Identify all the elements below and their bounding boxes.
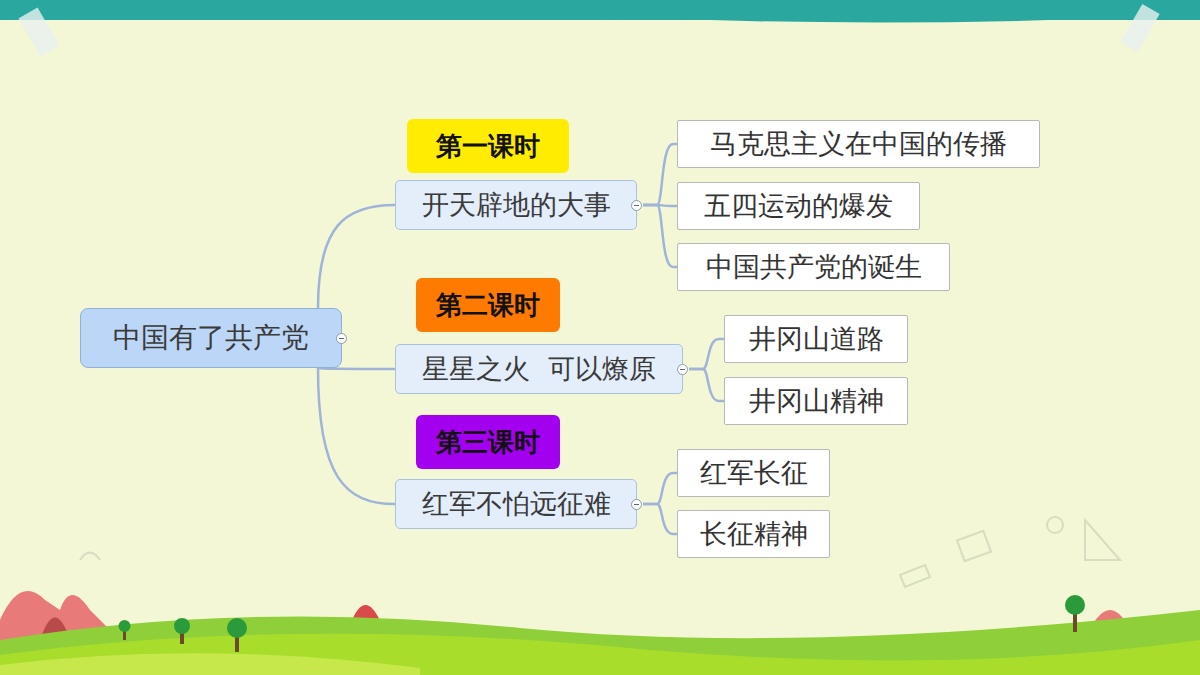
root-topic: 中国有了共产党 [80,308,342,368]
branch-line [318,368,395,504]
tape [18,7,59,56]
leaf-topic: 井冈山精神 [724,377,908,425]
topic-text: 长征精神 [700,519,808,549]
topic-text: 五四运动的爆发 [704,191,893,221]
lesson-tag: 第一课时 [407,119,569,173]
topic-text: 马克思主义在中国的传播 [710,129,1007,159]
topic-text: 第二课时 [436,291,540,320]
collapse-knob [631,499,642,510]
topic-text: 井冈山精神 [749,386,884,416]
topic-text: 第三课时 [436,428,540,457]
lesson-tag: 第二课时 [416,278,560,332]
collapse-knob [631,200,642,211]
top-wave [0,0,1200,23]
branch-line [643,205,677,267]
branch-topic: 星星之火 可以燎原 [395,344,683,394]
branch-line [318,205,395,308]
branch-line [643,144,677,205]
collapse-knob [677,364,688,375]
tape [1120,4,1159,52]
hill [0,653,420,675]
leaf-topic: 中国共产党的诞生 [677,243,950,291]
topic-text: 中国有了共产党 [113,323,309,354]
leaf-topic: 五四运动的爆发 [677,182,920,230]
branch-line [643,473,677,504]
leaf-topic: 马克思主义在中国的传播 [677,120,1040,168]
collapse-knob [336,333,347,344]
branch-line [689,369,724,401]
leaf-topic: 长征精神 [677,510,830,558]
leaf-topic: 红军长征 [677,449,830,497]
topic-text: 星星之火 可以燎原 [422,354,655,384]
tree [119,595,1086,652]
topic-text: 井冈山道路 [749,324,884,354]
topic-text: 红军不怕远征难 [422,489,611,519]
topic-text: 红军长征 [700,458,808,488]
branch-topic: 红军不怕远征难 [395,479,637,529]
hill [0,610,1200,675]
leaf-topic: 井冈山道路 [724,315,908,363]
topic-text: 开天辟地的大事 [422,190,611,220]
topic-text: 中国共产党的诞生 [706,252,922,282]
lesson-tag: 第三课时 [416,415,560,469]
branch-topic: 开天辟地的大事 [395,180,637,230]
branch-line [689,339,724,369]
branch-line [643,504,677,534]
branch-line [318,368,395,369]
topic-text: 第一课时 [436,132,540,161]
